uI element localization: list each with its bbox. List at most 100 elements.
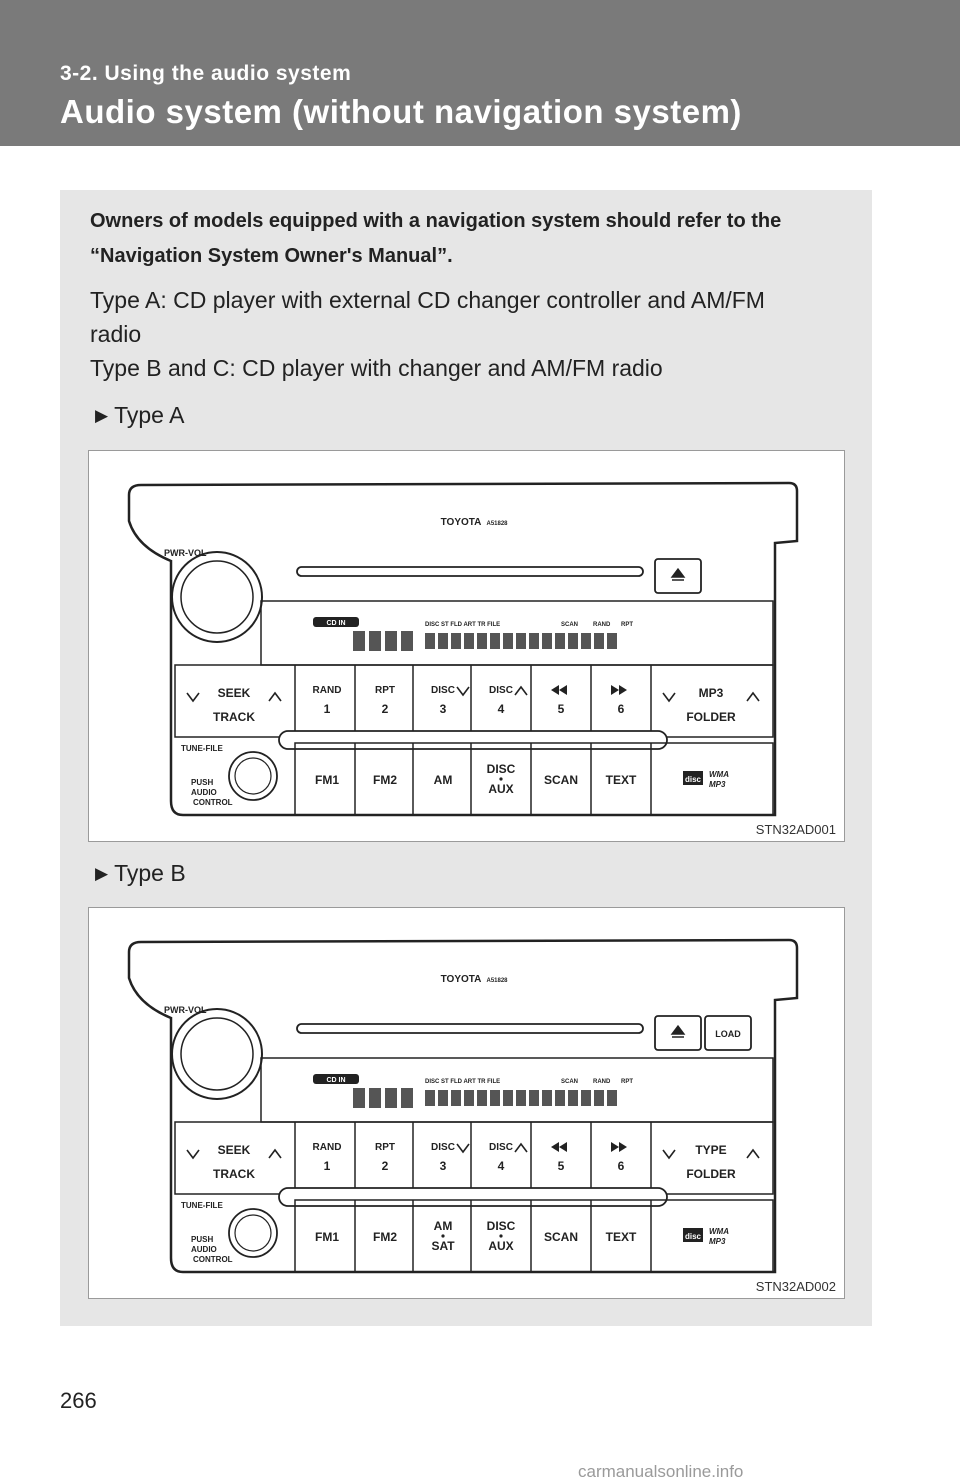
preset-6-label: 6 [618, 702, 625, 716]
rpt-button-label: RPT [375, 1142, 395, 1153]
page-title: Audio system (without navigation system) [60, 93, 742, 130]
scan-indicator: SCAN [561, 622, 578, 628]
push-label: PUSH [191, 1235, 213, 1244]
preset-5-label: 5 [558, 702, 565, 716]
disc-logo-icon [683, 1228, 703, 1242]
description-line-3: Type B and C: CD player with changer and… [90, 355, 663, 381]
seek-label: SEEK [218, 686, 251, 700]
disc-down-label: DISC [431, 685, 455, 696]
folder-label: FOLDER [686, 710, 736, 724]
push-label: PUSH [191, 778, 213, 787]
load-button[interactable] [704, 1015, 752, 1051]
fast-forward-icon [611, 1142, 627, 1152]
disc-logo-text: disc [685, 1232, 702, 1241]
brand-logo-text: TOYOTA [441, 974, 482, 985]
disc-up-icon [514, 685, 528, 696]
model-number: A51828 [486, 521, 508, 527]
scan-button-label: SCAN [544, 1230, 578, 1244]
intro-note: Owners of models equipped with a navigat… [90, 210, 782, 267]
scan-button-label: SCAN [544, 773, 578, 787]
track-label: TRACK [213, 1167, 255, 1181]
eject-button[interactable] [654, 558, 702, 594]
seek-down-icon [186, 1149, 200, 1160]
load-button-label: LOAD [715, 1029, 741, 1039]
type-a-label-text: Type A [114, 402, 185, 428]
seek-label: SEEK [218, 1143, 251, 1157]
watermark: carmanualsonline.info [578, 1462, 744, 1481]
folder-up-icon [746, 1148, 760, 1159]
am-button-label: AM [434, 773, 453, 787]
eject-icon [670, 1024, 686, 1038]
preset-6-label: 6 [618, 1159, 625, 1173]
volume-knob[interactable] [171, 1008, 263, 1100]
disc-button-label: DISC [487, 762, 516, 776]
lower-button-row [294, 1199, 774, 1273]
tune-file-knob[interactable] [228, 1208, 278, 1258]
tune-file-label: TUNE-FILE [181, 1201, 223, 1210]
preset-4-label: 4 [498, 702, 505, 716]
tune-file-label: TUNE-FILE [181, 744, 223, 753]
mode-top-label: MP3 [699, 686, 724, 700]
aux-button-label: AUX [488, 1239, 513, 1253]
audio-label: AUDIO [191, 1245, 217, 1254]
disc-logo-text: disc [685, 775, 702, 784]
disc-logo-icon [683, 771, 703, 785]
section-heading: 3-2. Using the audio system [60, 62, 352, 85]
text-button-label: TEXT [606, 773, 637, 787]
preset-2-label: 2 [382, 702, 389, 716]
rand-indicator: RAND [593, 622, 611, 628]
fast-forward-icon [611, 685, 627, 695]
figure-code: STN32AD001 [755, 822, 836, 837]
volume-knob[interactable] [171, 551, 263, 643]
folder-down-icon [662, 1149, 676, 1160]
model-number: A51828 [486, 978, 508, 984]
track-label: TRACK [213, 710, 255, 724]
dot-matrix-display [425, 1090, 617, 1106]
type-a-label: ▶ Type A [95, 402, 184, 429]
triangle-right-icon: ▶ [95, 864, 109, 883]
cd-in-text: CD IN [326, 1077, 345, 1084]
preset-3-label: 3 [440, 702, 447, 716]
sat-button-label: SAT [431, 1239, 455, 1253]
type-b-label: ▶Type B [95, 860, 186, 887]
figure-code: STN32AD002 [755, 1279, 836, 1294]
pwr-vol-label: PWR-VOL [164, 548, 207, 558]
control-label: CONTROL [193, 798, 233, 807]
seek-up-icon [268, 1148, 282, 1159]
triangle-right-icon: ▶ [95, 406, 109, 425]
lower-button-row [294, 742, 774, 816]
preset-2-label: 2 [382, 1159, 389, 1173]
aux-button-label: AUX [488, 782, 513, 796]
display-indicators: DISC ST FLD ART TR FILE [425, 1079, 500, 1085]
seek-up-icon [268, 691, 282, 702]
center-bar [278, 730, 668, 750]
eject-button[interactable] [654, 1015, 702, 1051]
preset-5-label: 5 [558, 1159, 565, 1173]
rpt-indicator: RPT [621, 1079, 633, 1085]
cd-in-indicator [313, 617, 359, 627]
mp3-logo: MP3 [709, 1237, 726, 1246]
fm2-button-label: FM2 [373, 773, 397, 787]
faceplate-outline [127, 481, 799, 817]
wma-logo: WMA [709, 1227, 729, 1236]
scan-indicator: SCAN [561, 1079, 578, 1085]
am-button-label: AM [434, 1219, 453, 1233]
fm1-button-label: FM1 [315, 773, 339, 787]
folder-up-icon [746, 691, 760, 702]
cd-in-indicator [313, 1074, 359, 1084]
preset-1-label: 1 [324, 702, 331, 716]
disc-button-label: DISC [487, 1219, 516, 1233]
fm2-button-label: FM2 [373, 1230, 397, 1244]
display-indicators: DISC ST FLD ART TR FILE [425, 622, 500, 628]
tune-file-knob[interactable] [228, 751, 278, 801]
fm1-button-label: FM1 [315, 1230, 339, 1244]
eject-icon [670, 567, 686, 581]
wma-logo: WMA [709, 770, 729, 779]
preset-1-label: 1 [324, 1159, 331, 1173]
disc-up-label: DISC [489, 685, 513, 696]
segment-display [353, 631, 413, 651]
rewind-icon [551, 685, 567, 695]
rand-button-label: RAND [313, 1142, 342, 1153]
